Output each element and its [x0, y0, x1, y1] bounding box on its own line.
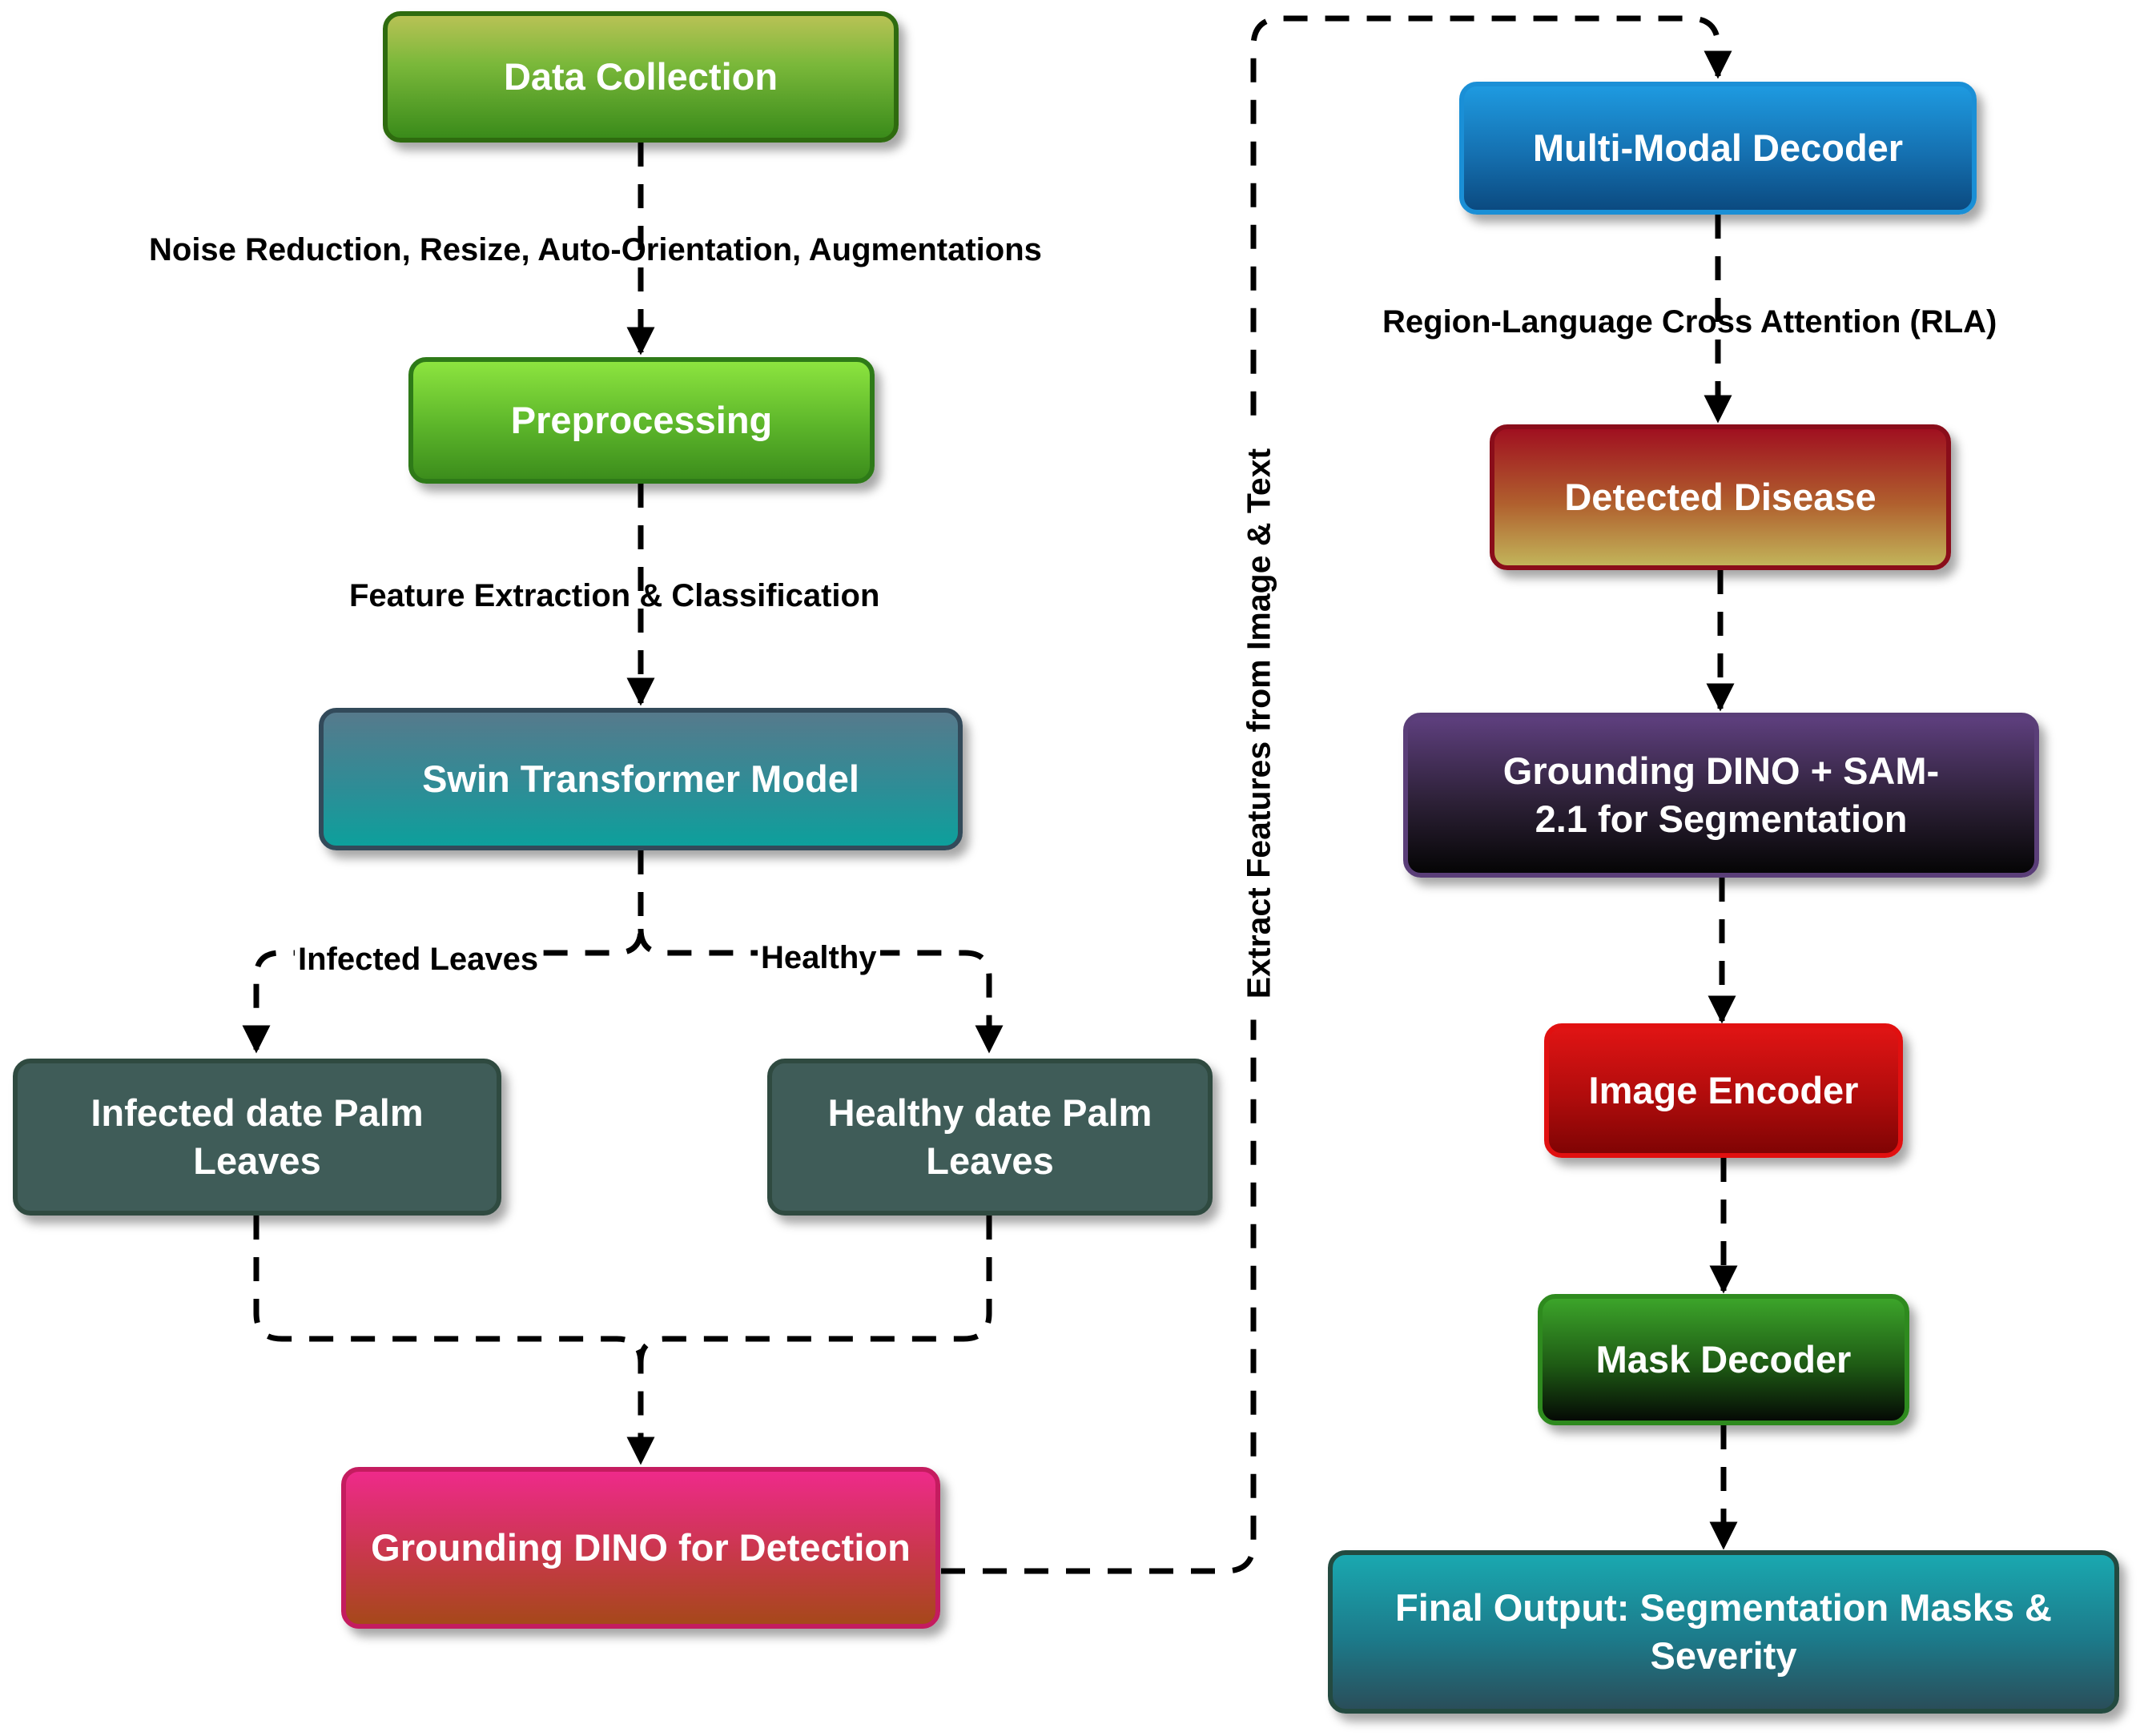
node-label: Infected date Palm Leaves	[91, 1091, 424, 1182]
node-label: Mask Decoder	[1595, 1338, 1852, 1380]
node-label: Image Encoder	[1588, 1069, 1859, 1111]
edge-gdino-to-mmdecoder	[941, 15, 1732, 1574]
edge-label-rla: Region-Language Cross Attention (RLA)	[1382, 304, 1997, 340]
node-label: Grounding DINO for Detection	[371, 1526, 911, 1569]
edge-label-infected-leaves: Infected Leaves	[295, 942, 542, 978]
node-preprocessing: Preprocessing	[408, 357, 875, 484]
edge-swin-to-healthy	[638, 928, 1004, 1054]
node-label: Multi-Modal Decoder	[1532, 127, 1904, 169]
node-label: Detected Disease	[1564, 476, 1877, 518]
edge-label-healthy: Healthy	[758, 940, 880, 976]
edge-label-noise: Noise Reduction, Resize, Auto-Orientatio…	[149, 232, 1042, 267]
node-label: Swin Transformer Model	[422, 757, 859, 800]
node-healthy-leaves: Healthy date Palm Leaves	[767, 1059, 1213, 1216]
node-label: Final Output: Segmentation Masks & Sever…	[1395, 1586, 2052, 1677]
node-detected-disease: Detected Disease	[1490, 424, 1951, 570]
node-final-output: Final Output: Segmentation Masks & Sever…	[1328, 1550, 2119, 1714]
node-mask-decoder: Mask Decoder	[1538, 1294, 1909, 1425]
node-image-encoder: Image Encoder	[1544, 1023, 1903, 1158]
node-label: Preprocessing	[510, 399, 773, 441]
edge-label-feature: Feature Extraction & Classification	[349, 578, 880, 613]
node-label: Grounding DINO + SAM-2.1 for Segmentatio…	[1502, 749, 1940, 840]
node-gdino-detection: Grounding DINO for Detection	[341, 1467, 940, 1629]
node-data-collection: Data Collection	[383, 11, 899, 143]
edge-healthy-to-gdino	[638, 1216, 992, 1364]
edge-label-extract: Extract Features from Image & Text	[1240, 427, 1278, 1020]
node-multimodal-decoder: Multi-Modal Decoder	[1459, 82, 1977, 215]
node-label: Data Collection	[503, 55, 778, 98]
node-gdino-sam: Grounding DINO + SAM-2.1 for Segmentatio…	[1403, 713, 2039, 878]
edge-infected-to-gdino	[253, 1216, 655, 1465]
node-swin-transformer: Swin Transformer Model	[319, 708, 963, 850]
node-label: Healthy date Palm Leaves	[827, 1091, 1152, 1182]
node-infected-leaves: Infected date Palm Leaves	[13, 1059, 501, 1216]
